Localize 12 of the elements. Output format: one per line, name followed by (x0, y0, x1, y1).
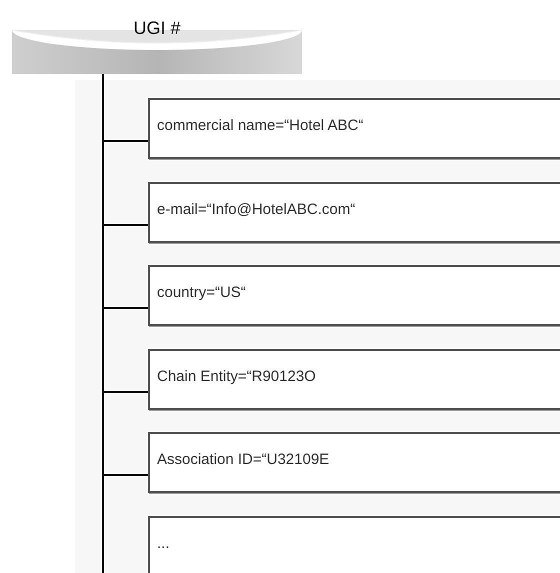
disc-label: UGI # (132, 18, 182, 39)
attribute-text: Chain Entity=“R90123O (157, 368, 316, 385)
attribute-text: ... (157, 535, 170, 552)
attribute-text: Association ID=“U32109E (157, 451, 330, 468)
attribute-box (148, 265, 560, 326)
attribute-box (148, 432, 560, 493)
attribute-text: commercial name=“Hotel ABC“ (157, 117, 364, 134)
attribute-box (148, 349, 560, 410)
attribute-box (148, 182, 560, 243)
attribute-box (148, 98, 560, 159)
attribute-text: country=“US“ (157, 284, 246, 301)
attribute-text: e-mail=“Info@HotelABC.com“ (157, 201, 356, 218)
